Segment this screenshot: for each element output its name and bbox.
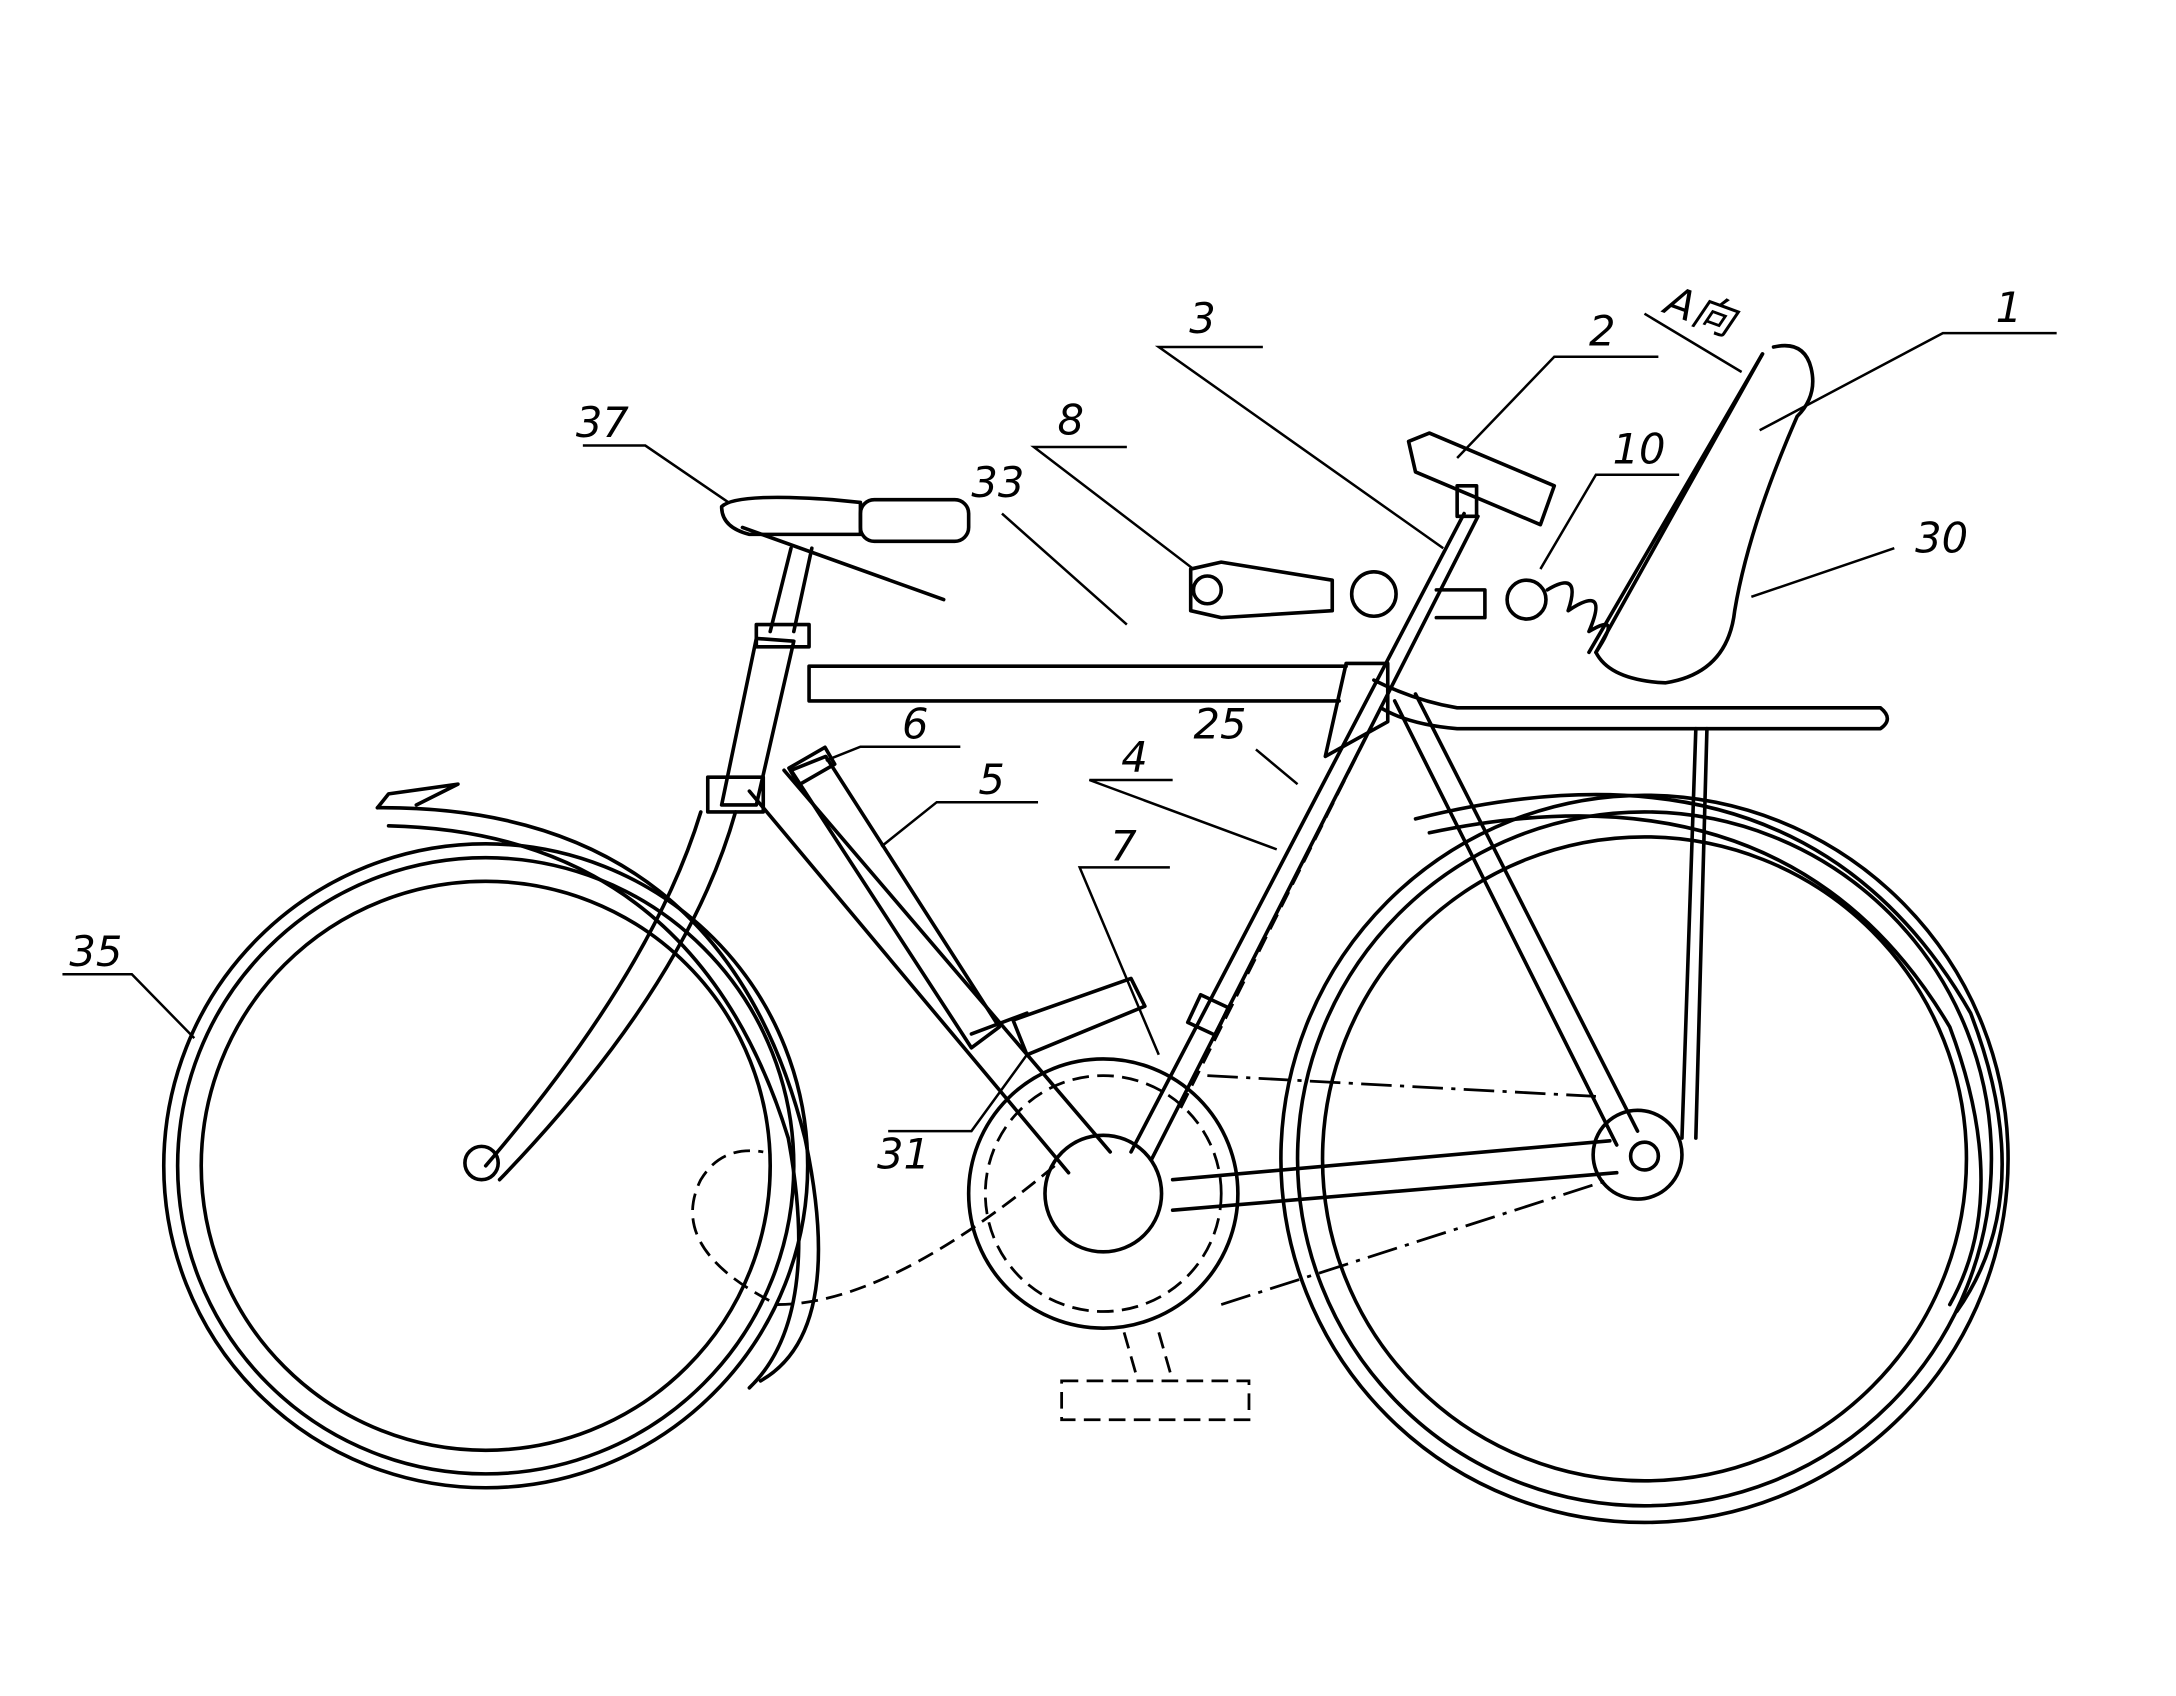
- seat-tube: [1131, 514, 1478, 1159]
- label-6: 6: [902, 699, 928, 748]
- label-31: 31: [877, 1130, 930, 1179]
- label-8: 8: [1057, 395, 1083, 444]
- label-2: 2: [1589, 307, 1615, 356]
- label-3: 3: [1189, 294, 1215, 343]
- label-10: 10: [1613, 425, 1666, 474]
- rear-wheel: [1281, 795, 2008, 1523]
- label-5: 5: [978, 755, 1004, 804]
- top-tube: [809, 666, 1346, 701]
- chainring: [693, 978, 1610, 1419]
- spring: [1507, 580, 1608, 652]
- label-30: 30: [1915, 513, 1968, 562]
- label-7: 7: [1110, 821, 1137, 870]
- rear-saddle: [1409, 433, 1555, 525]
- front-wheel: [164, 784, 819, 1488]
- handlebar: [722, 497, 969, 631]
- label-25: 25: [1193, 699, 1246, 748]
- label-1: 1: [1996, 283, 2022, 332]
- label-a-direction: A向: [1656, 275, 1745, 347]
- label-33: 33: [971, 458, 1024, 507]
- rear-rack: [1374, 680, 1887, 1138]
- label-35: 35: [69, 927, 122, 976]
- child-seat: [1589, 346, 1813, 683]
- label-4: 4: [1121, 733, 1147, 782]
- clamp: [1191, 562, 1485, 618]
- label-37: 37: [576, 398, 629, 447]
